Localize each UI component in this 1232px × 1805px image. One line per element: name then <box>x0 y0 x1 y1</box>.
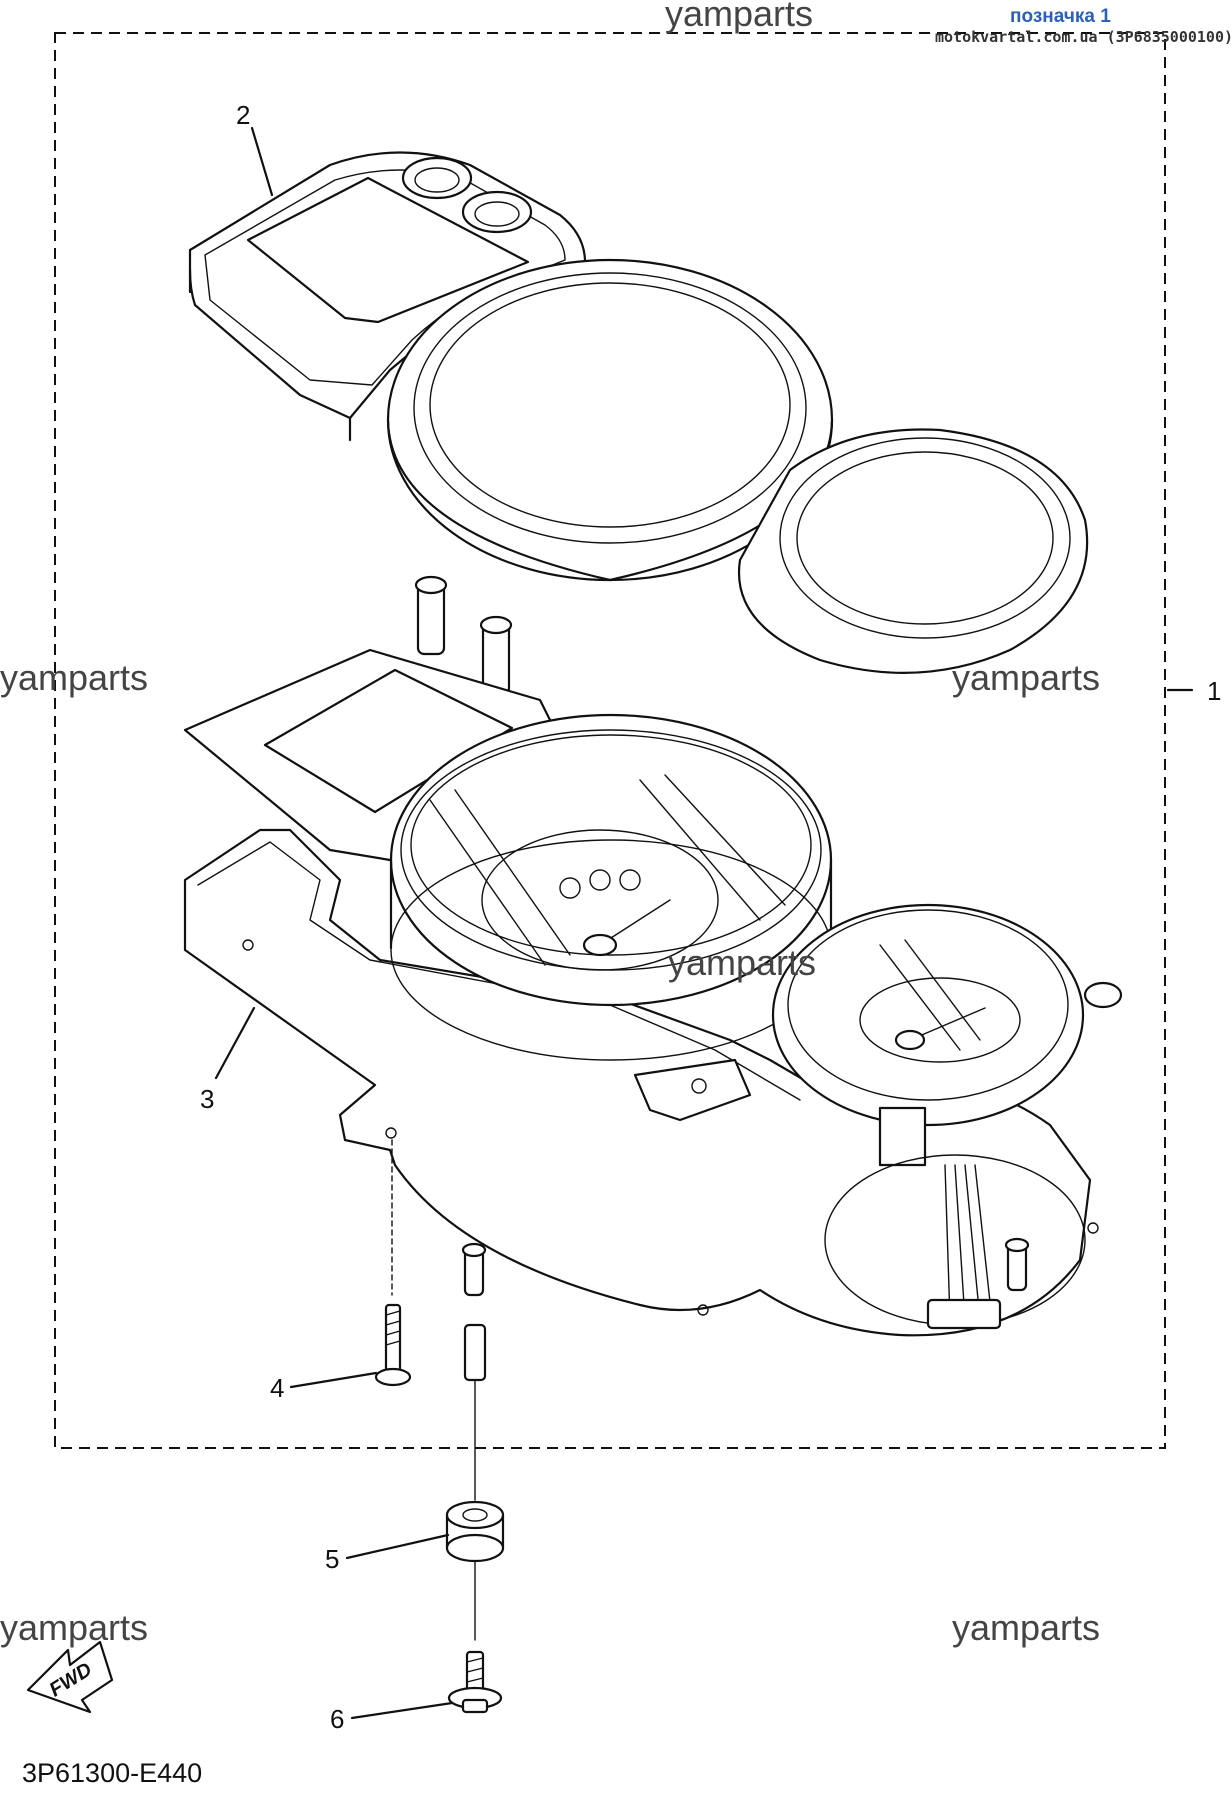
watermark: yamparts <box>0 657 148 698</box>
fwd-arrow-icon: FWD <box>26 1640 114 1714</box>
diagram-code: 3P61300-E440 <box>22 1758 202 1788</box>
callout-1: 1 <box>1207 676 1221 706</box>
bulb-sockets <box>414 575 513 696</box>
grommet <box>445 1323 505 1641</box>
watermark: yamparts <box>0 1607 148 1648</box>
meter-cover <box>188 151 1089 674</box>
meter-case <box>183 648 1123 1337</box>
callout-3: 3 <box>200 1084 214 1114</box>
watermark: yamparts <box>952 1607 1100 1648</box>
assembly-boundary <box>54 32 1166 1449</box>
leader-lines <box>214 126 1194 1720</box>
callout-4: 4 <box>270 1373 284 1403</box>
watermark: yamparts <box>668 942 816 983</box>
site-reference: motokvartal.com.ua (3P6835000100) <box>935 28 1232 46</box>
header-tag: позначка 1 <box>1010 6 1111 27</box>
watermark: yamparts <box>952 657 1100 698</box>
watermark: yamparts <box>665 0 813 34</box>
bolt <box>447 1650 503 1714</box>
callout-2: 2 <box>236 100 250 130</box>
callout-6: 6 <box>330 1704 344 1734</box>
callout-5: 5 <box>325 1544 339 1574</box>
screw <box>374 1139 412 1387</box>
